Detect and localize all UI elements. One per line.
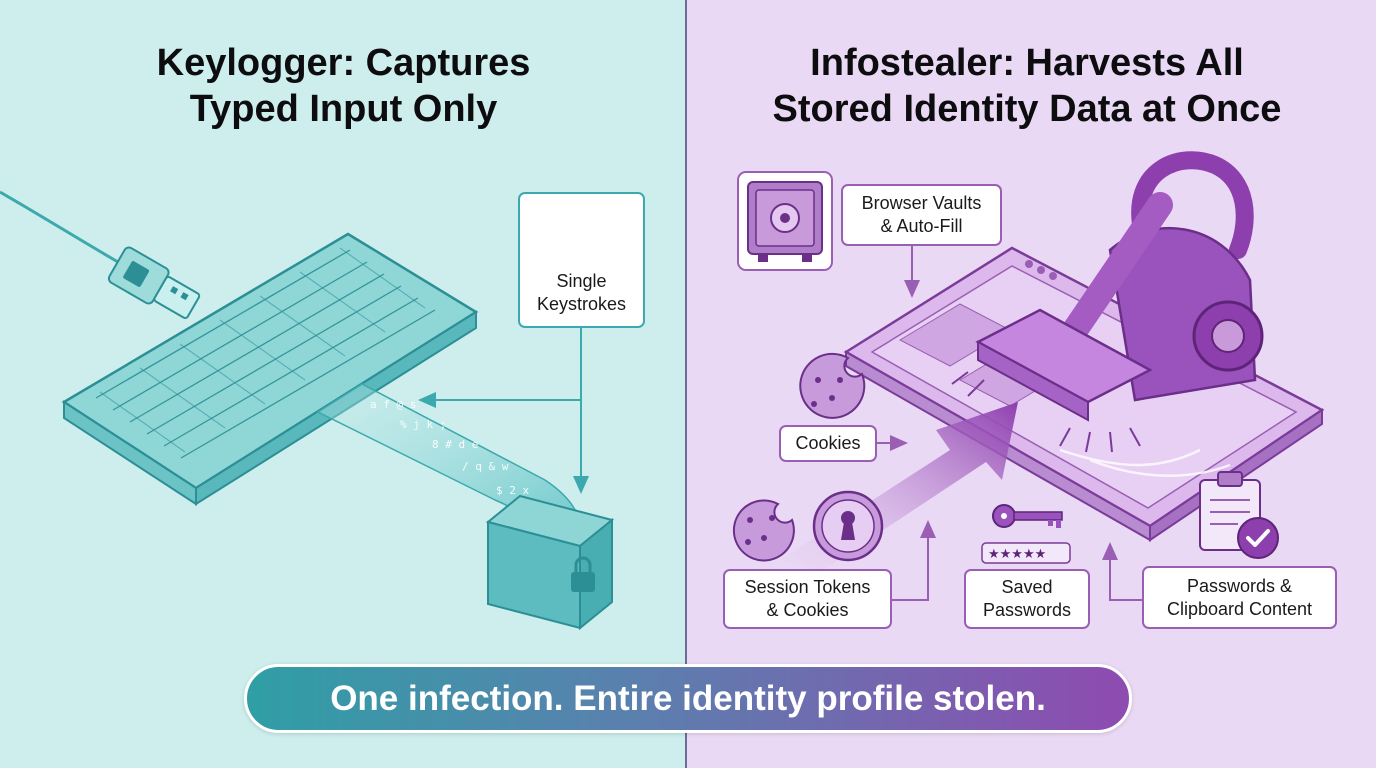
single-keystrokes-line1: Single	[556, 271, 607, 291]
keylogger-title-line1: Keylogger: Captures	[156, 42, 531, 84]
saved-passwords-line1: Saved	[1001, 577, 1053, 597]
infostealer-title-line2: Stored Identity Data at Once	[772, 88, 1282, 130]
svg-text:$ 2 x: $ 2 x	[496, 484, 529, 497]
cookie-icon	[799, 352, 866, 419]
summary-banner-text: One infection. Entire identity profile s…	[330, 678, 1046, 718]
vacuum-icon	[951, 151, 1264, 477]
usb-plug-icon	[0, 190, 201, 320]
browser-vaults-label: Browser Vaults & Auto-Fill	[841, 184, 1002, 246]
keylogger-title-line2: Typed Input Only	[189, 88, 498, 130]
session-tokens-label: Session Tokens & Cookies	[723, 569, 892, 629]
passwords-clipboard-line2: Clipboard Content	[1166, 598, 1313, 619]
single-keystrokes-line2: Keystrokes	[536, 294, 627, 314]
keylogger-title: Keylogger: Captures Typed Input Only	[40, 40, 647, 132]
saved-passwords-line2: Passwords	[982, 600, 1072, 620]
svg-text:8 # d e: 8 # d e	[432, 438, 478, 451]
session-tokens-line2: & Cookies	[766, 600, 849, 620]
infostealer-title: Infostealer: Harvests All Stored Identit…	[717, 40, 1337, 132]
svg-text:★★★★★: ★★★★★	[988, 547, 1046, 562]
svg-text:% j k ;: % j k ;	[400, 418, 446, 431]
lockbox-icon	[485, 494, 615, 631]
keyhole-icon	[812, 490, 884, 562]
svg-text:a f @ s: a f @ s	[370, 398, 416, 411]
cookies-text: Cookies	[795, 433, 861, 453]
panel-divider	[685, 0, 687, 768]
browser-vaults-line1: Browser Vaults	[861, 193, 982, 213]
summary-banner: One infection. Entire identity profile s…	[244, 664, 1132, 733]
infostealer-title-line1: Infostealer: Harvests All	[810, 42, 1244, 84]
session-cookie-icon	[732, 499, 795, 562]
single-keystrokes-callout: Single Keystrokes	[518, 192, 645, 328]
svg-text:/ q & w: / q & w	[462, 460, 509, 473]
passwords-clipboard-label: Passwords & Clipboard Content	[1142, 566, 1337, 629]
safe-icon	[737, 171, 833, 271]
clipboard-connector	[1102, 542, 1142, 601]
passwords-clipboard-line1: Passwords &	[1186, 575, 1293, 596]
browser-vaults-line2: & Auto-Fill	[880, 216, 963, 236]
clipboard-check-icon	[1199, 471, 1279, 559]
session-connector	[892, 520, 936, 601]
session-tokens-line1: Session Tokens	[744, 577, 871, 597]
password-field-icon: ★★★★★	[981, 504, 1071, 564]
cookies-label: Cookies	[779, 425, 877, 462]
saved-passwords-label: Saved Passwords	[964, 569, 1090, 629]
